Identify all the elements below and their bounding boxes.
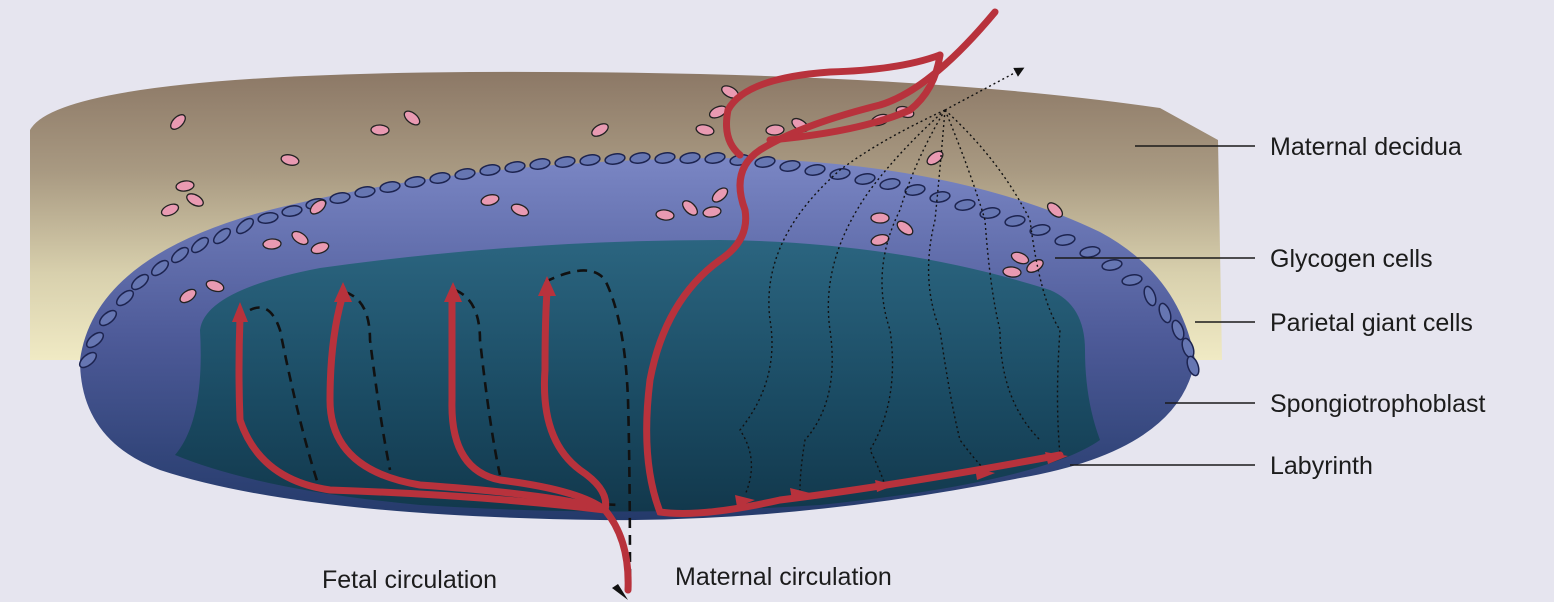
label-glycogen-cells: Glycogen cells	[1270, 247, 1433, 272]
label-maternal-decidua: Maternal decidua	[1270, 135, 1462, 160]
label-parietal-giant-cells: Parietal giant cells	[1270, 311, 1473, 336]
pink-cell	[371, 125, 389, 136]
label-maternal-circulation: Maternal circulation	[675, 565, 892, 590]
label-spongiotrophoblast: Spongiotrophoblast	[1270, 392, 1485, 417]
label-fetal-circulation: Fetal circulation	[322, 568, 497, 593]
pink-cell	[871, 213, 889, 223]
label-labyrinth: Labyrinth	[1270, 454, 1373, 479]
pink-cell	[263, 239, 281, 250]
